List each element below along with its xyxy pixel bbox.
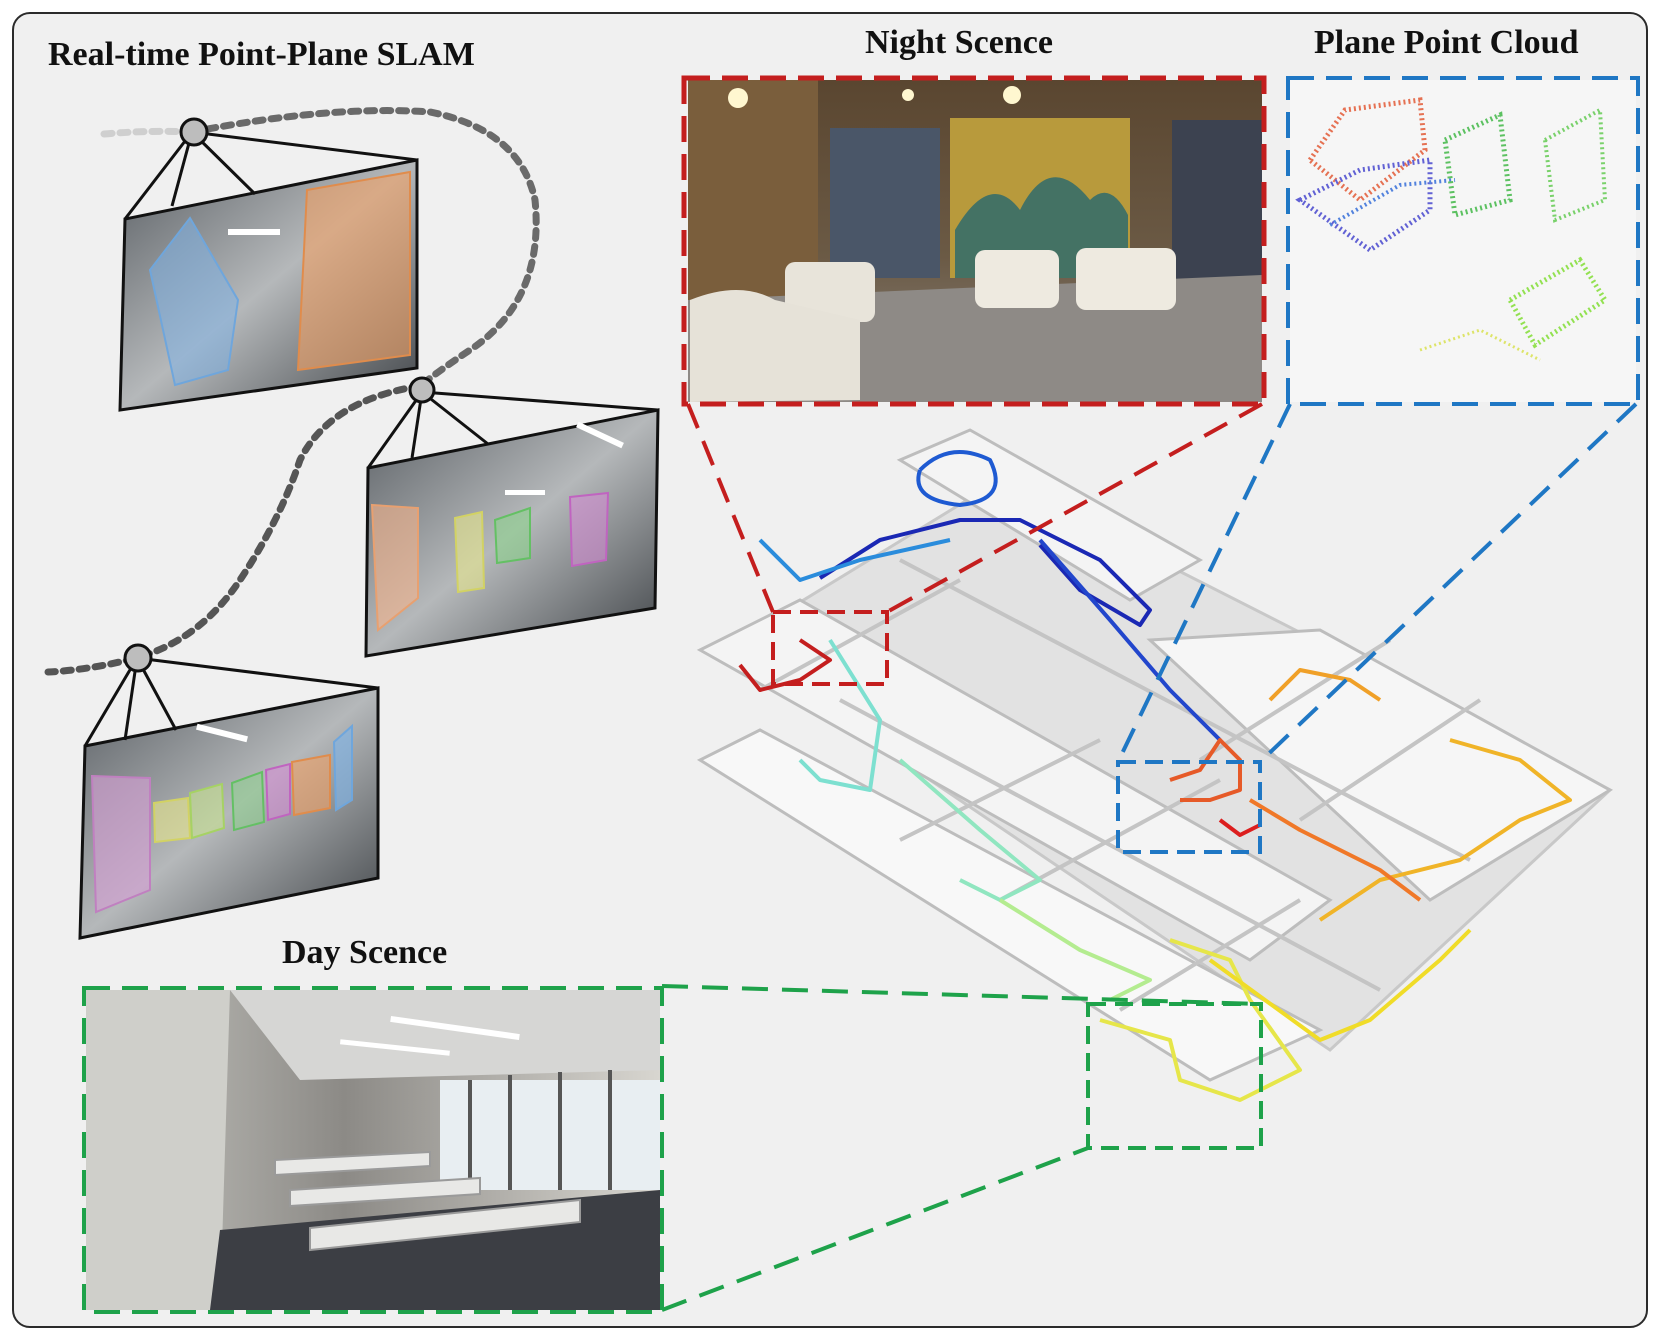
plane-point-cloud-title: Plane Point Cloud	[1314, 24, 1579, 61]
night-zoom-box	[771, 610, 889, 686]
keyframe-3-node	[123, 643, 153, 673]
cloud-zoom-box	[1116, 760, 1262, 854]
keyframe-2-node	[408, 376, 436, 404]
day-scene-box	[82, 986, 664, 1314]
keyframe-3	[78, 643, 380, 940]
slam-title: Real-time Point-Plane SLAM	[48, 36, 475, 73]
plane-point-cloud	[1290, 80, 1636, 402]
connector-lines	[661, 402, 1638, 1312]
night-scene-title: Night Scence	[865, 24, 1053, 61]
day-scene-image	[86, 990, 660, 1310]
cloud-box	[1286, 76, 1640, 406]
map-trajectories	[738, 450, 1572, 1102]
keyframe-1	[118, 117, 419, 412]
night-scene-image	[688, 80, 1262, 402]
day-zoom-box	[1086, 1002, 1263, 1150]
day-scene-title: Day Scence	[282, 934, 448, 971]
keyframe-1-node	[179, 117, 209, 147]
floor-plan-map	[696, 428, 1613, 1082]
night-scene-box	[681, 75, 1267, 407]
keyframe-2	[364, 376, 660, 658]
